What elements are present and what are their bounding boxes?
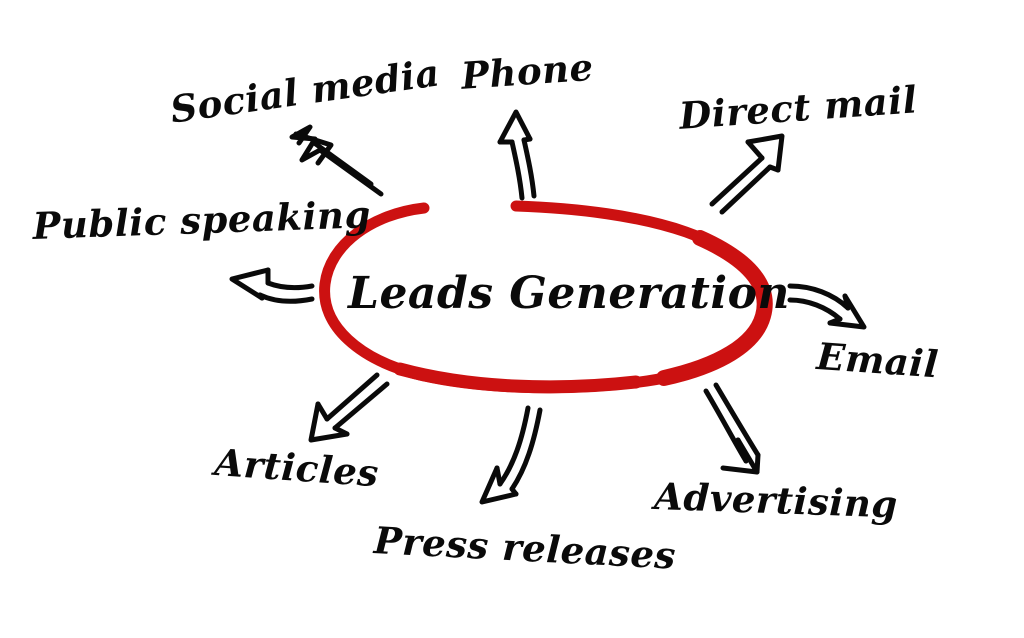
center-ellipse-tail-start	[393, 205, 427, 217]
node-label-public-speaking: Public speaking	[31, 192, 372, 248]
arrow-press-releases	[479, 405, 543, 505]
center-ellipse-tail-end	[513, 202, 555, 209]
center-ellipse-group	[319, 200, 773, 394]
arrow-articles	[308, 372, 390, 443]
arrow-phone	[497, 109, 537, 201]
arrow-public-speaking	[229, 267, 315, 304]
node-label-email: Email	[815, 334, 940, 387]
center-node-label: Leads Generation	[348, 268, 790, 319]
node-label-phone: Phone	[459, 44, 595, 98]
node-label-articles: Articles	[213, 440, 381, 496]
arrow-direct-mail	[709, 133, 785, 215]
center-ellipse-thick-right	[656, 230, 773, 386]
arrow-email	[787, 283, 867, 330]
center-ellipse-thick-bottom	[393, 362, 643, 394]
arrow-social-media	[289, 124, 384, 197]
node-label-advertising: Advertising	[653, 474, 899, 527]
arrow-advertising	[703, 382, 761, 475]
